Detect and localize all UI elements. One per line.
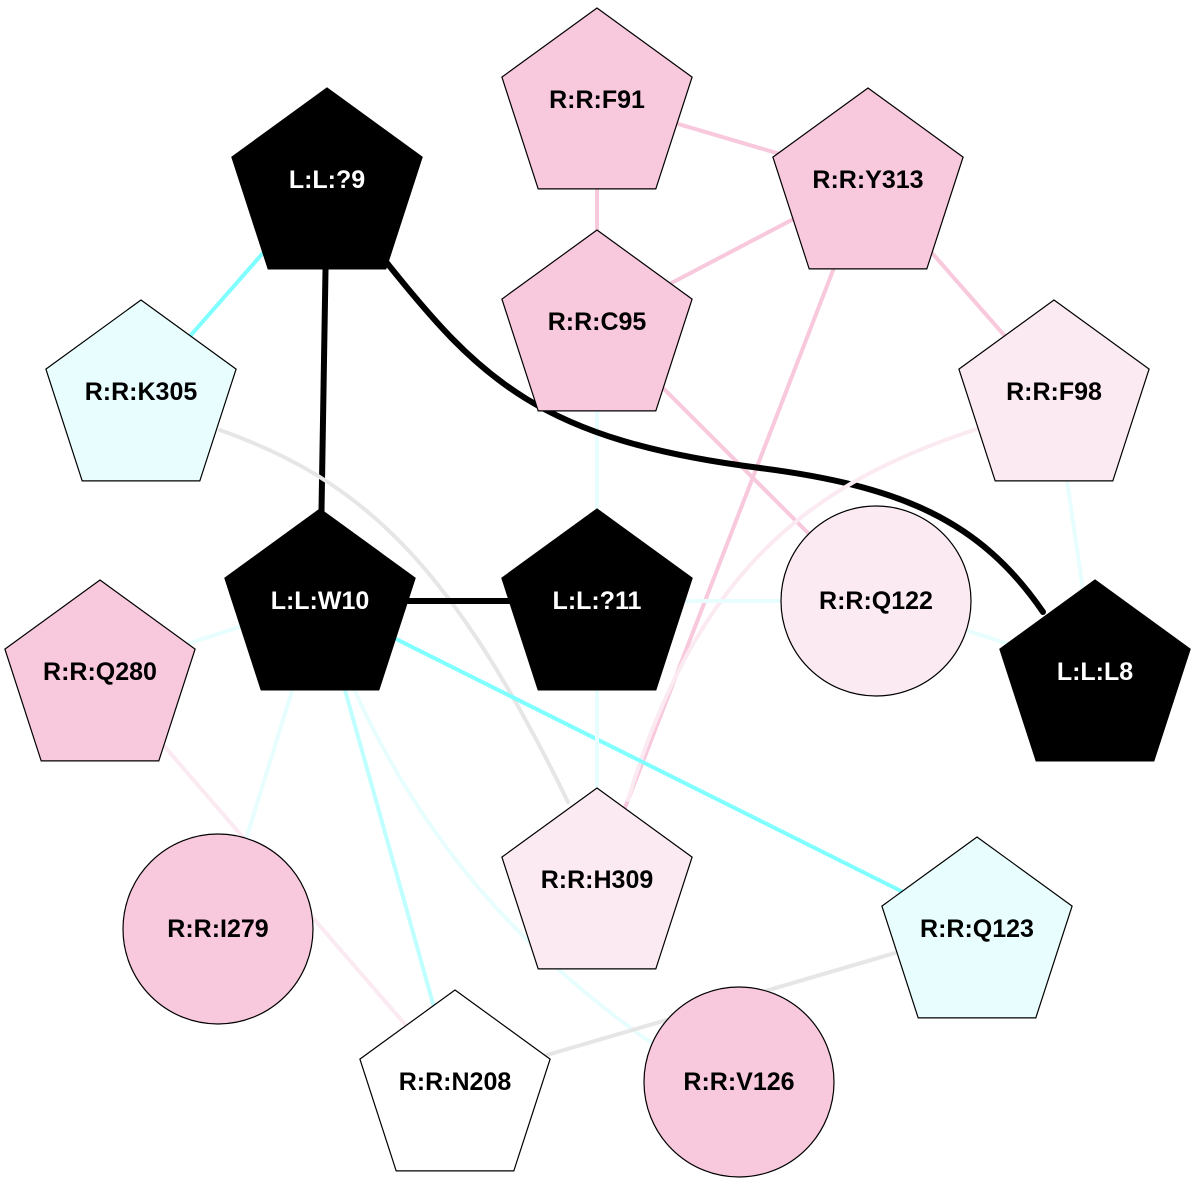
node-l-l-11[interactable]: L:L:?11 [501,508,693,691]
node-r-r-c95[interactable]: R:R:C95 [501,229,693,412]
node-r-r-y313[interactable]: R:R:Y313 [772,87,964,270]
node-label: R:R:Q280 [43,658,157,686]
node-r-r-v126[interactable]: R:R:V126 [643,986,835,1178]
node-pentagon [224,508,416,691]
node-label: L:L:?11 [553,587,642,615]
node-label: R:R:Y313 [812,166,923,194]
node-label: R:R:Q122 [819,587,933,615]
node-pentagon [45,299,237,482]
node-label: R:R:H309 [541,866,654,894]
node-label: R:R:V126 [683,1068,794,1096]
edge-l-l-w10-to-r-r-q123 [318,599,979,931]
node-label: L:L:W10 [271,587,370,615]
node-circle [643,986,835,1178]
node-pentagon [881,836,1073,1019]
edge-l-l-9-to-l-l-l8 [380,255,1046,615]
node-pentagon [501,508,693,691]
node-pentagon [501,229,693,412]
node-r-r-k305[interactable]: R:R:K305 [45,299,237,482]
node-label: R:R:C95 [548,308,647,336]
node-r-r-q123[interactable]: R:R:Q123 [881,836,1073,1019]
edge-r-r-k305-to-r-r-h309 [218,428,570,804]
node-label: R:R:K305 [85,378,198,406]
node-pentagon [359,989,551,1172]
node-pentagon [999,579,1191,762]
node-r-r-q122[interactable]: R:R:Q122 [780,505,972,697]
node-pentagon [4,579,196,762]
node-r-r-f91[interactable]: R:R:F91 [501,7,693,190]
node-pentagon [231,87,423,270]
node-l-l-l8[interactable]: L:L:L8 [999,579,1191,762]
node-r-r-h309[interactable]: R:R:H309 [501,787,693,970]
node-pentagon [501,7,693,190]
node-circle [122,833,314,1025]
node-circle [780,505,972,697]
node-label: L:L:?9 [289,166,365,194]
node-label: R:R:N208 [399,1068,512,1096]
node-r-r-q280[interactable]: R:R:Q280 [4,579,196,762]
node-label: R:R:I279 [167,915,268,943]
node-r-r-i279[interactable]: R:R:I279 [122,833,314,1025]
node-l-l-w10[interactable]: L:L:W10 [224,508,416,691]
edge-r-r-f98-to-r-r-h309 [626,426,982,802]
node-r-r-n208[interactable]: R:R:N208 [359,989,551,1172]
node-pentagon [958,299,1150,482]
node-pentagon [501,787,693,970]
node-r-r-f98[interactable]: R:R:F98 [958,299,1150,482]
node-label: L:L:L8 [1057,658,1133,686]
node-label: R:R:F98 [1006,378,1102,406]
edge-l-l-w10-to-r-r-v126 [348,678,652,1044]
node-l-l-9[interactable]: L:L:?9 [231,87,423,270]
node-label: R:R:F91 [549,86,645,114]
node-label: R:R:Q123 [920,915,1034,943]
node-pentagon [772,87,964,270]
